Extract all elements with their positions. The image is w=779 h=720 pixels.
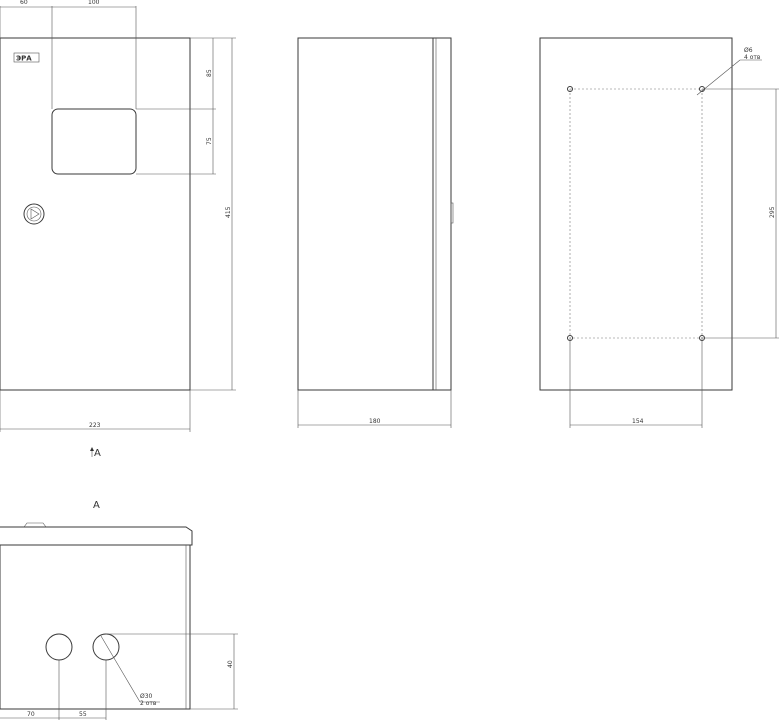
mounting-hole <box>567 86 573 92</box>
dim-hole-spacing-horizontal: 154 <box>632 418 644 425</box>
dim-hole-height: 40 <box>227 660 234 668</box>
dim-window-height: 75 <box>206 137 213 145</box>
lock-inner-ring <box>26 206 42 222</box>
play-icon <box>30 208 40 220</box>
dim-first-hole: 70 <box>27 711 35 718</box>
logo-frame <box>13 52 40 63</box>
front-view: ЭРА 60 100 85 75 415 223 A <box>0 0 236 459</box>
dim-hole-spacing-vertical: 295 <box>769 206 776 218</box>
logo-text: ЭРА <box>16 55 32 63</box>
back-view: Ø6 4 отв 295 154 <box>539 37 779 428</box>
dim-top-to-window: 85 <box>206 69 213 77</box>
view-marker-label: A <box>94 448 101 459</box>
cable-entry-hole <box>92 633 120 661</box>
door-lip <box>0 526 193 546</box>
lock-cap <box>23 522 47 528</box>
dim-depth: 180 <box>369 418 381 425</box>
leader-line <box>100 635 141 703</box>
bottom-view: A Ø30 2 отв 40 70 55 <box>0 500 238 720</box>
cable-entry-hole <box>45 633 73 661</box>
dim-total-height: 415 <box>225 206 232 218</box>
view-arrow-icon <box>90 447 94 451</box>
hinge <box>450 202 454 224</box>
dim-left-offset: 60 <box>20 0 28 6</box>
mounting-hole-pattern <box>569 88 703 339</box>
back-enclosure-outline <box>539 37 733 391</box>
front-enclosure-outline <box>0 37 191 391</box>
dim-width: 223 <box>89 422 101 429</box>
leader-line <box>696 59 741 96</box>
dim-hole-spacing: 55 <box>79 711 87 718</box>
viewing-window <box>51 108 137 175</box>
side-enclosure-outline <box>297 37 452 391</box>
hole-note-diameter: Ø6 <box>744 47 753 54</box>
cable-hole-note-diameter: Ø30 <box>140 693 153 700</box>
dim-window-width: 100 <box>88 0 100 6</box>
hole-note-count: 4 отв <box>744 54 761 61</box>
bottom-view-title: A <box>93 500 100 511</box>
cable-hole-note-count: 2 отв <box>140 700 157 707</box>
side-view: 180 <box>297 37 454 428</box>
lock-outer-ring <box>23 203 45 225</box>
bottom-enclosure-outline <box>0 544 191 710</box>
